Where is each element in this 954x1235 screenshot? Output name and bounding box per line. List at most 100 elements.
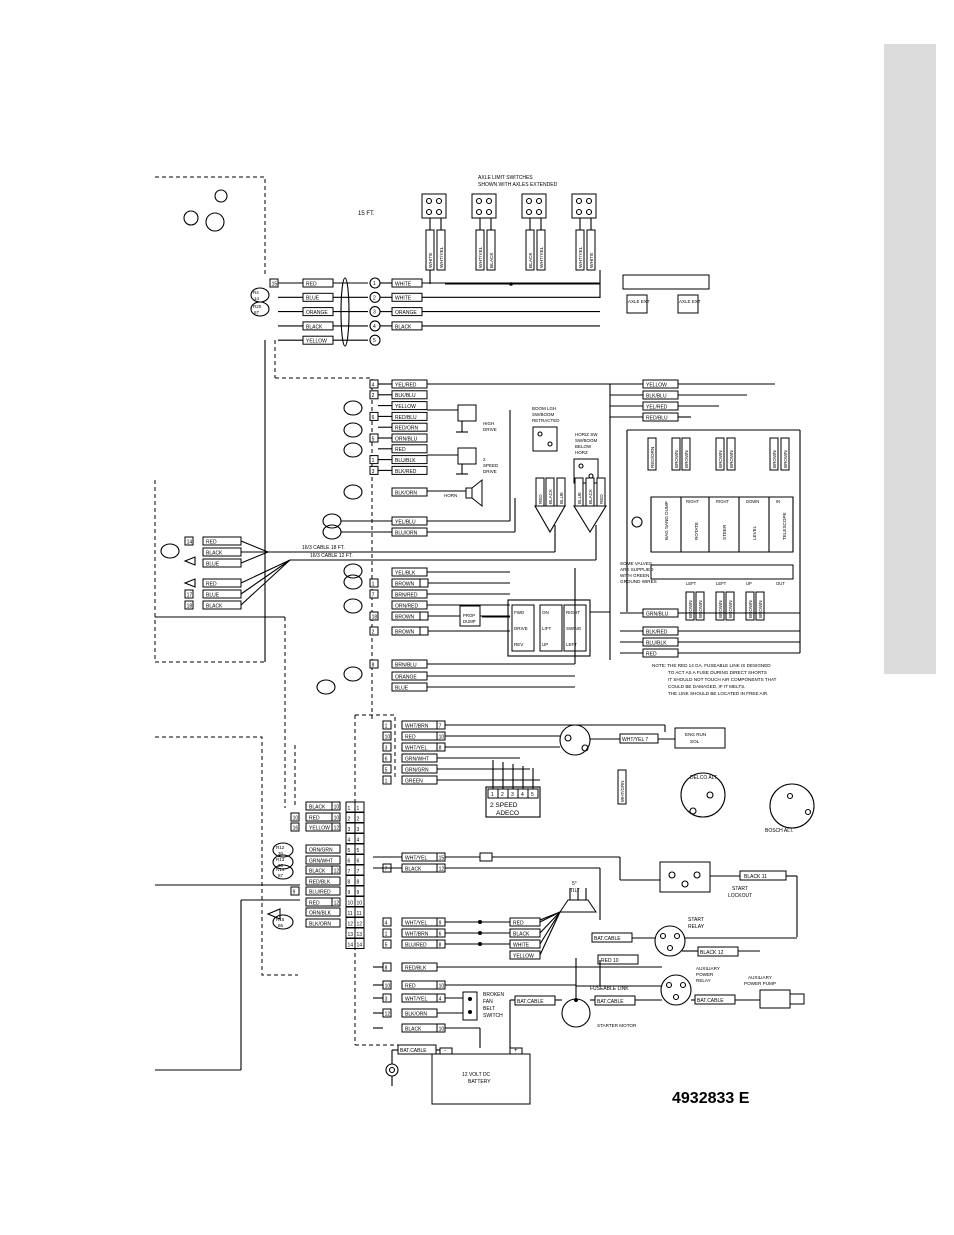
svg-text:HORZ: HORZ [575,450,588,455]
wire-label: ORN/GRN [309,847,333,853]
wire-label: BLK/RED [395,469,417,475]
wire-label: RED/BLU [395,415,417,421]
wire-label: BLK/BLU [395,393,416,399]
pin-num: 6 [348,859,351,865]
relay-marker [343,400,363,416]
wire-label: GREEN [405,778,423,784]
svg-text:SW/BOOM: SW/BOOM [532,412,555,417]
joy-label: UP [542,642,548,647]
relay-marker [322,513,342,529]
wire-label: RED/BLK [309,879,331,885]
wire-label: YELLOW [513,953,534,959]
adeco-label: ADECO [496,810,519,817]
relay-marker [343,442,363,458]
wire-label: WHT/BRN [405,931,429,937]
svg-text:BOOM LGH: BOOM LGH [532,406,556,411]
row-num: 1 [372,458,375,464]
valve-wire-label: BLK/RED [646,629,668,635]
bosch-alternator: BOSCH ALT. [765,783,815,834]
aux-power-relay: AUXILIARY POWER RELAY BAT.CABLE AUXILIAR… [660,966,805,1009]
wire-label: BLUE [395,685,409,691]
prop-label: DUMP [463,619,476,624]
boom-wire-label: BLACK [588,488,593,504]
joy-label: DRIVE [514,626,528,631]
valve-wire: BROWN [698,600,703,618]
relay-id: R14 [276,867,285,872]
axle-limit-switch-group: AXLE LIMIT SWITCHES SHOWN WITH AXLES EXT… [358,175,710,314]
wire-label: WHT/YEL [405,745,427,751]
axle-ext-left [626,294,648,314]
svg-text:LOCKOUT: LOCKOUT [728,893,752,899]
boom-wire-label: BLACK [548,488,553,504]
fuse-note: NOTE: THE RED 14 GA. FUSEABLE LINK IS DE… [652,663,777,696]
row-num: 8 [439,942,442,948]
pin-label: 14 [187,539,193,545]
valve-wire-label: YELLOW [646,382,667,388]
axle-wire-label: WHT/YEL [578,246,584,268]
svg-text:HIGH: HIGH [483,421,494,426]
valve-wire-label: BLK/BLU [646,393,667,399]
wire-label: YELLOW [309,825,330,831]
relay-marker [322,524,342,540]
boom-switches: BOOM LGH SW/BOOM RETRACTED HORIZ SW SW/B… [532,406,607,534]
axle-wire-label: WHT/YEL [439,246,445,268]
wire-label: BLACK [206,603,223,609]
cable-18ft: 16/3 CABLE 18 FT. [302,545,345,551]
pin-num: 5 [348,848,351,854]
row-num: 3 [385,996,388,1002]
svg-text:-: - [444,1048,446,1054]
start-lockout: START LOCKOUT BLACK 11 [659,861,798,937]
row-num: 10 [385,983,391,989]
start-relay: START RELAY BAT.CABLE BLACK 12 [591,917,797,957]
joy-label: REV [514,642,523,647]
wire-label: BLUE [206,592,220,598]
svg-text:POWER PUMP: POWER PUMP [744,981,776,986]
cable-15ft: 15 FT. [358,211,375,217]
adeco-pin: 1 [491,792,494,798]
relay-marker [272,842,294,858]
pin-num: 6 [357,859,360,865]
svg-text:BELT: BELT [483,1006,495,1012]
row-num: 18 [372,614,378,620]
ground-stud [631,516,643,528]
wire-label: BLACK [306,324,323,330]
adeco-pin: 2 [501,792,504,798]
row-num: 10 [439,983,445,989]
row-num: 1 [385,931,388,937]
valve-wire-label: RED [646,651,657,657]
svg-text:SWITCH: SWITCH [483,1013,503,1019]
svg-text:BLACK 12: BLACK 12 [700,950,724,956]
wire-label: BLU/ORN [395,530,418,536]
row-num: 4 [372,382,375,388]
wire-label: BLK/ORN [395,490,417,496]
joy-label: SWING [566,626,582,631]
svg-text:HORIZ SW: HORIZ SW [575,432,598,437]
svg-text:HORN: HORN [444,493,457,498]
wire-label: WHT/YEL [405,996,427,1002]
svg-text:STARTER MOTOR: STARTER MOTOR [597,1023,637,1028]
relay-pin: 86 [278,923,284,928]
svg-text:WHT/YEL 7: WHT/YEL 7 [622,737,648,743]
axle-wire-label: BLACK [528,251,534,268]
row-num: 12 [334,825,340,831]
pin-num: 13 [357,932,363,938]
relay-pin: 30 [278,851,284,856]
cable-runs: 16/3 CABLE 18 FT. 16/3 CABLE 12 FT. [268,410,597,561]
svg-text:BROKEN: BROKEN [483,992,505,998]
valve-wire: BROWN [718,450,723,468]
eng-run-sol: WHT/YEL 7 ENG RUN SOL [559,724,726,756]
svg-text:AUXILIARY: AUXILIARY [696,966,720,971]
valve-name: LEVEL [752,525,757,540]
valve-wire: BROWN [674,450,679,468]
valve-dir: IN [776,499,780,504]
circle-num: 4 [373,324,376,330]
row-num: 12 [334,868,340,874]
prop-label: PROP [463,613,475,618]
row-num: 1 [385,723,388,729]
wire-label: ORANGE [395,674,417,680]
wire-label: WHT/BRN [405,723,429,729]
